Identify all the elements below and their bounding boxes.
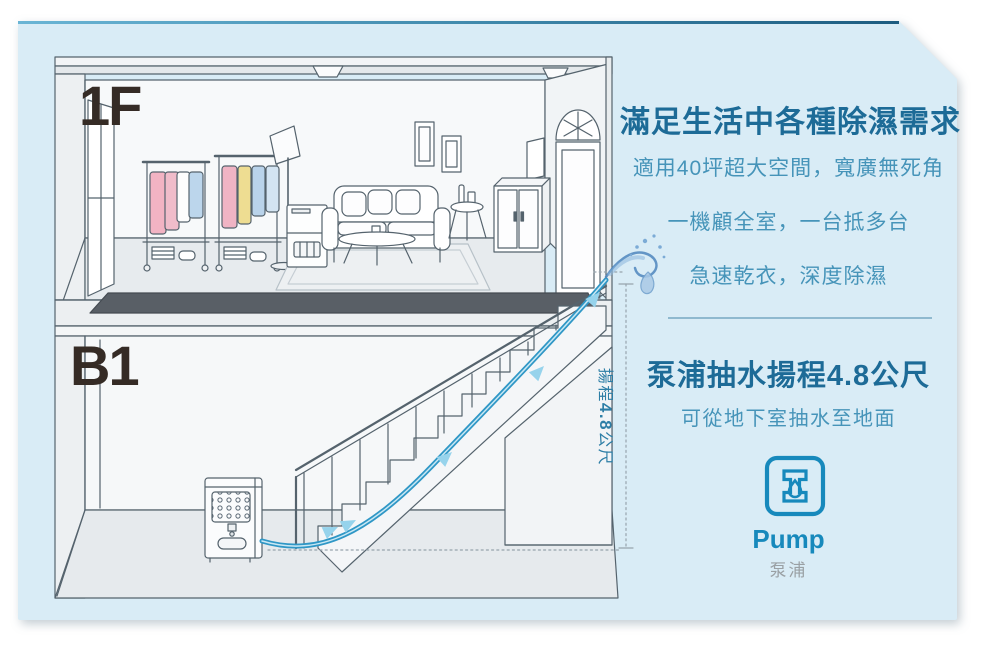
right-panel: 滿足生活中各種除濕需求 適用40坪超大空間，寬廣無死角 一機顧全室，一台抵多台 …	[620, 0, 961, 645]
lift-height-value: 4.8	[596, 402, 615, 432]
feature-item: 適用40坪超大空間，寬廣無死角	[632, 157, 945, 180]
top-accent-line	[18, 21, 899, 24]
pump-icon	[764, 455, 826, 517]
pump-subline: 可從地下室抽水至地面	[681, 408, 896, 430]
lift-height-suffix: 公尺	[596, 431, 613, 467]
floor-label-b1: B1	[70, 334, 140, 397]
main-headline: 滿足生活中各種除濕需求	[620, 106, 961, 139]
floor-label-1f: 1F	[79, 74, 142, 137]
section-divider	[668, 317, 932, 319]
feature-list: 適用40坪超大空間，寬廣無死角 一機顧全室，一台抵多台 急速乾衣，深度除濕	[620, 152, 957, 314]
pump-label-en: Pump	[752, 524, 825, 554]
feature-item: 急速乾衣，深度除濕	[689, 265, 888, 288]
feature-item: 一機顧全室，一台抵多台	[667, 211, 910, 234]
pump-label-zh: 泵浦	[769, 561, 808, 580]
pump-headline: 泵浦抽水揚程4.8公尺	[646, 360, 931, 392]
lift-height-prefix: 揚程	[596, 367, 613, 403]
